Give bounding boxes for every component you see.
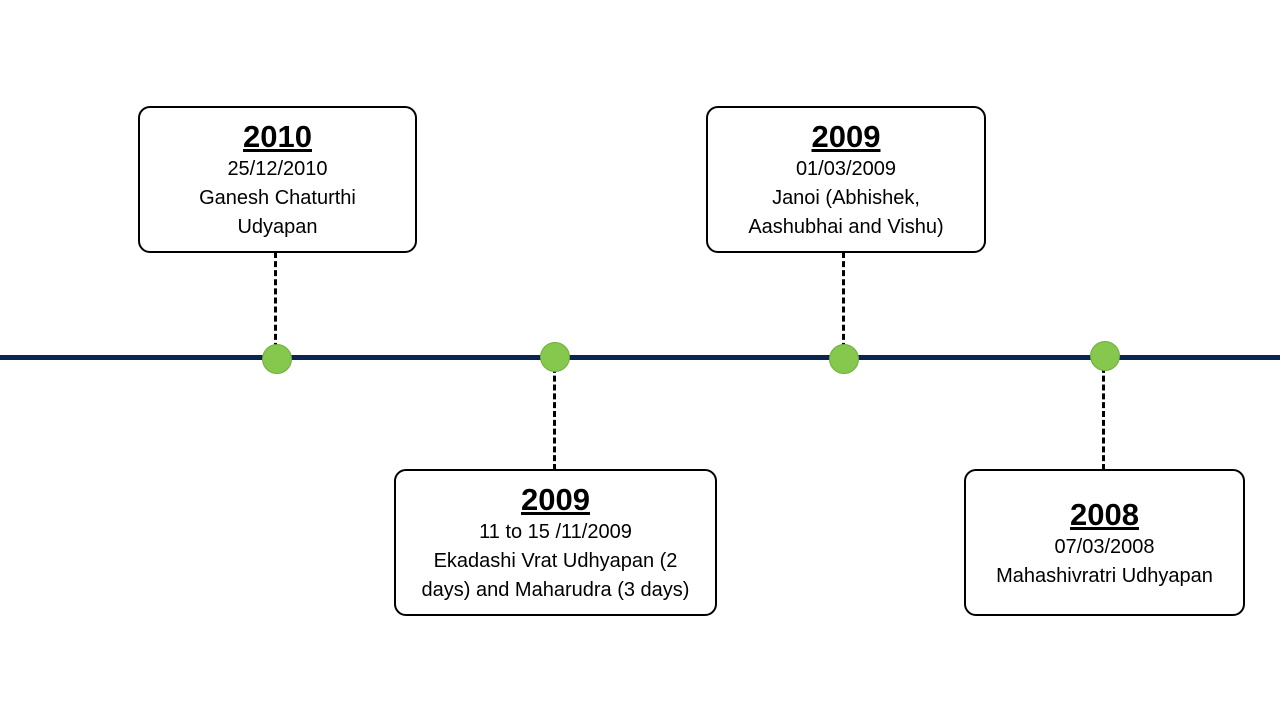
- event-marker: [262, 344, 292, 374]
- event-card-2009-march: 2009 01/03/2009 Janoi (Abhishek, Aashubh…: [706, 106, 986, 253]
- event-connector: [842, 252, 845, 358]
- event-marker: [540, 342, 570, 372]
- event-date: 11 to 15 /11/2009: [479, 521, 632, 543]
- event-connector: [1102, 358, 1105, 470]
- event-year: 2008: [1070, 497, 1139, 532]
- event-date: 01/03/2009: [795, 158, 897, 180]
- timeline-axis: [0, 355, 1280, 360]
- event-description-line: Mahashivratri Udhyapan: [996, 565, 1213, 587]
- event-card-2009-november: 2009 11 to 15 /11/2009 Ekadashi Vrat Udh…: [394, 469, 717, 616]
- event-card-2010: 2010 25/12/2010 Ganesh Chaturthi Udyapan: [138, 106, 417, 253]
- event-year: 2010: [243, 119, 312, 154]
- event-marker: [829, 344, 859, 374]
- event-marker: [1090, 341, 1120, 371]
- event-description-line: Udyapan: [237, 216, 318, 238]
- event-description-line: Janoi (Abhishek,: [772, 187, 920, 209]
- event-connector: [274, 252, 277, 358]
- event-year: 2009: [811, 119, 881, 154]
- event-date: 07/03/2008: [1054, 536, 1155, 558]
- event-description-line: Ganesh Chaturthi: [199, 187, 356, 209]
- event-card-2008: 2008 07/03/2008 Mahashivratri Udhyapan: [964, 469, 1245, 616]
- event-connector: [553, 358, 556, 470]
- event-description-line: Aashubhai and Vishu): [748, 216, 944, 238]
- event-description-line: Ekadashi Vrat Udhyapan (2: [433, 550, 678, 572]
- event-date: 25/12/2010: [227, 158, 328, 180]
- event-description-line: days) and Maharudra (3 days): [421, 579, 690, 601]
- event-year: 2009: [521, 482, 590, 517]
